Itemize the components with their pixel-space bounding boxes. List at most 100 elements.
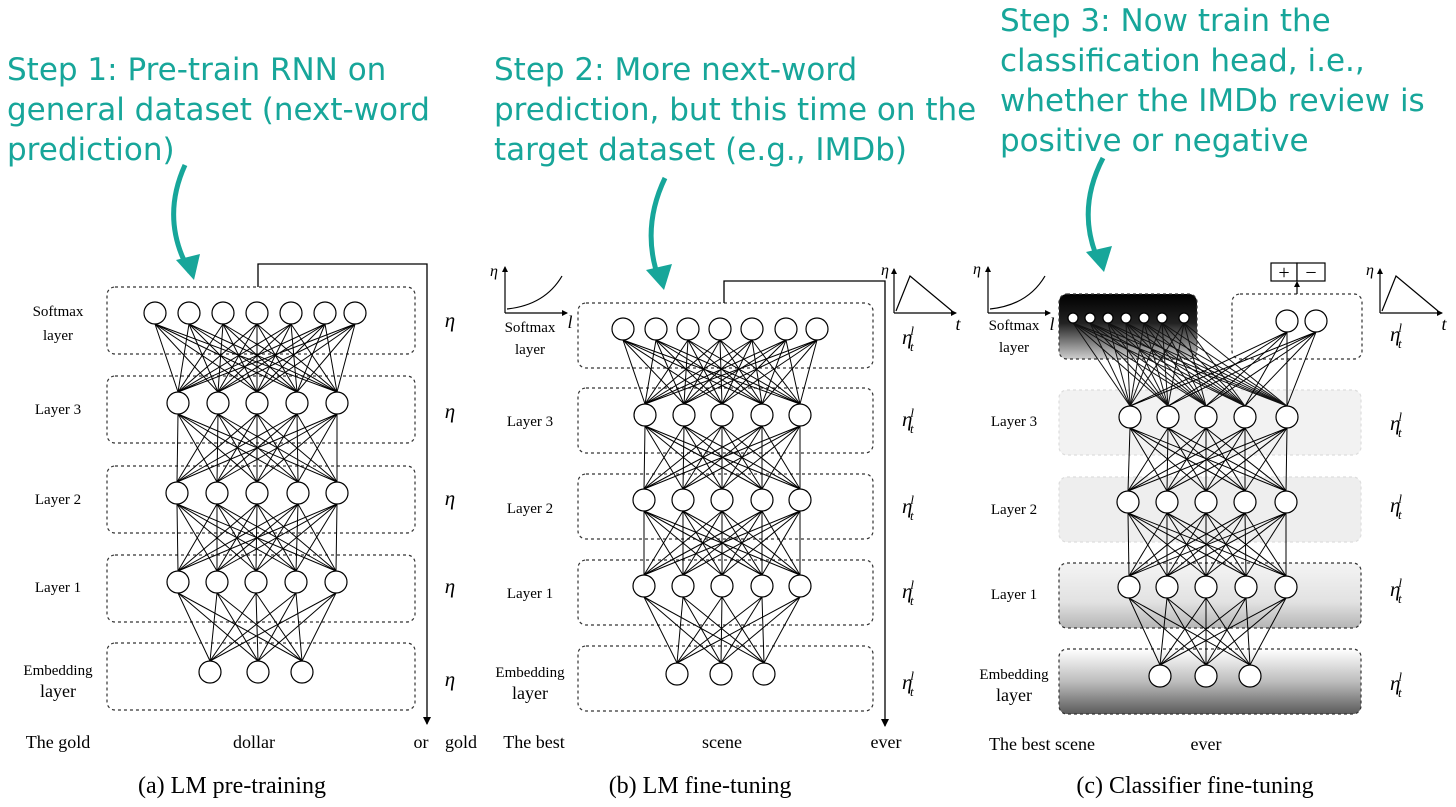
panel-a-edge: [177, 592, 211, 662]
panel-b-edge: [622, 339, 723, 405]
panel-b-edge: [719, 339, 763, 405]
panel-c-edge: [1166, 597, 1251, 666]
panel-a-edge: [256, 323, 326, 393]
panel-b-edge: [763, 596, 801, 664]
panel-c-edge: [1125, 322, 1207, 407]
panel-c-edge: [1161, 322, 1169, 407]
panel-c-edge: [1127, 512, 1130, 577]
panel-a-edge: [176, 503, 297, 572]
step-1-arrowhead: [176, 254, 200, 280]
panel-b-input-word-2: scene: [702, 732, 742, 752]
panel-b-layer1-node: [710, 574, 734, 598]
panel-b-softmax-label: layer: [515, 342, 545, 358]
panel-b-embedding-box: [577, 645, 874, 712]
panel-a-input-words: The gold: [26, 732, 91, 752]
panel-c-head-edge: [1129, 331, 1288, 407]
panel-a-layer1-node: [205, 570, 229, 594]
panel-a-layer2-eta: η: [445, 486, 455, 510]
panel-c-edge: [1129, 427, 1168, 492]
panel-b-layer2-box: [577, 473, 874, 540]
panel-b-edge: [655, 339, 763, 405]
panel-c-head-edge: [1167, 331, 1288, 407]
panel-a-edge: [222, 323, 298, 393]
panel-b-edge: [643, 425, 646, 490]
panel-c-minus-label: −: [1305, 262, 1316, 284]
panel-a-edge: [256, 323, 338, 393]
panel-c-softmax-node: [1138, 312, 1150, 324]
panel-c-edge: [1143, 322, 1246, 407]
panel-b-layer2-node: [671, 488, 695, 512]
panel-b-softmax-node: [676, 317, 700, 341]
panel-a-layer2-box: [106, 465, 416, 534]
panel-a-layer3-node: [166, 391, 190, 415]
panel-a-edge: [222, 323, 338, 393]
panel-c-edge: [1129, 427, 1207, 492]
step-3-annotation: Step 3: Now train the classification hea…: [1000, 3, 1425, 159]
panel-b-input-words: The best: [503, 732, 564, 752]
panel-a-edge: [177, 413, 299, 483]
diagram-extras: [257, 262, 1443, 727]
panel-c-head-edge: [1129, 331, 1317, 407]
panel-a-edge: [324, 323, 338, 393]
panel-b-embedding-node: [665, 662, 689, 686]
panel-b-edge: [644, 425, 801, 490]
panel-b-layer3-node: [710, 403, 734, 427]
panel-c-edge: [1143, 322, 1288, 407]
panel-c-layer2-node: [1233, 490, 1257, 514]
panel-a-layer2-label: Layer 2: [35, 492, 81, 508]
panel-a-edge: [216, 503, 337, 572]
panel-b-edge: [676, 596, 723, 664]
panel-b-edge: [682, 510, 801, 576]
panel-c-edge: [1107, 322, 1246, 407]
panel-b-edge: [721, 510, 801, 576]
panel-b-softmax-node: [708, 317, 732, 341]
panel-c-discriminative-curve: [989, 275, 1046, 310]
panel-a-input-word-2: dollar: [233, 732, 275, 752]
panel-c-edge: [1127, 512, 1207, 577]
panel-c-edge: [1183, 322, 1246, 407]
panel-a-layer2-node: [325, 481, 349, 505]
panel-a-edge: [154, 323, 338, 393]
panel-c-edge: [1127, 512, 1168, 577]
panel-c-layer3-label: Layer 3: [991, 414, 1037, 430]
panel-c-head-node: [1304, 309, 1328, 333]
panel-a-layer2-node: [286, 481, 310, 505]
network-edges: [154, 322, 1288, 666]
panel-c-layer2-node: [1116, 490, 1140, 514]
panel-a-edge: [176, 503, 218, 572]
panel-c-edge: [1205, 427, 1287, 492]
panel-b-layer3-box: [577, 387, 874, 454]
panel-a-layer1-label: Layer 1: [35, 580, 81, 596]
panel-a-softmax-node: [343, 301, 367, 325]
panel-a-edge: [255, 592, 303, 662]
panel-a-softmax-eta: η: [445, 308, 455, 332]
panel-a-softmax-node: [279, 301, 303, 325]
panel-a-edge: [222, 323, 258, 393]
panel-c-edge: [1128, 597, 1251, 666]
panel-c-edge: [1166, 597, 1207, 666]
panel-b-layer2-node: [788, 488, 812, 512]
panel-b-edge: [622, 339, 685, 405]
panel-a-edge: [154, 323, 258, 393]
panel-b-edge: [643, 510, 801, 576]
panel-c-softmax-label: Softmax: [989, 318, 1040, 334]
panel-c-discriminative-x-label: l: [1049, 314, 1054, 334]
panel-c-layer3-node: [1275, 405, 1299, 429]
panel-c-layer1-node: [1274, 575, 1298, 599]
panel-a-edge: [154, 323, 179, 393]
step-3-arrowhead: [1086, 246, 1112, 272]
panel-c-edge: [1205, 597, 1287, 666]
panel-a-layer1-node: [244, 570, 268, 594]
panel-c-stlr-y-label: η: [1366, 262, 1374, 279]
panel-b-edge: [761, 425, 801, 490]
panel-b-edge: [643, 596, 678, 664]
teal-arrows: [171, 156, 1112, 290]
panel-c-edge: [1205, 597, 1251, 666]
panel-b-edge: [655, 339, 723, 405]
panel-c-discriminative-y-label: η: [973, 261, 981, 278]
